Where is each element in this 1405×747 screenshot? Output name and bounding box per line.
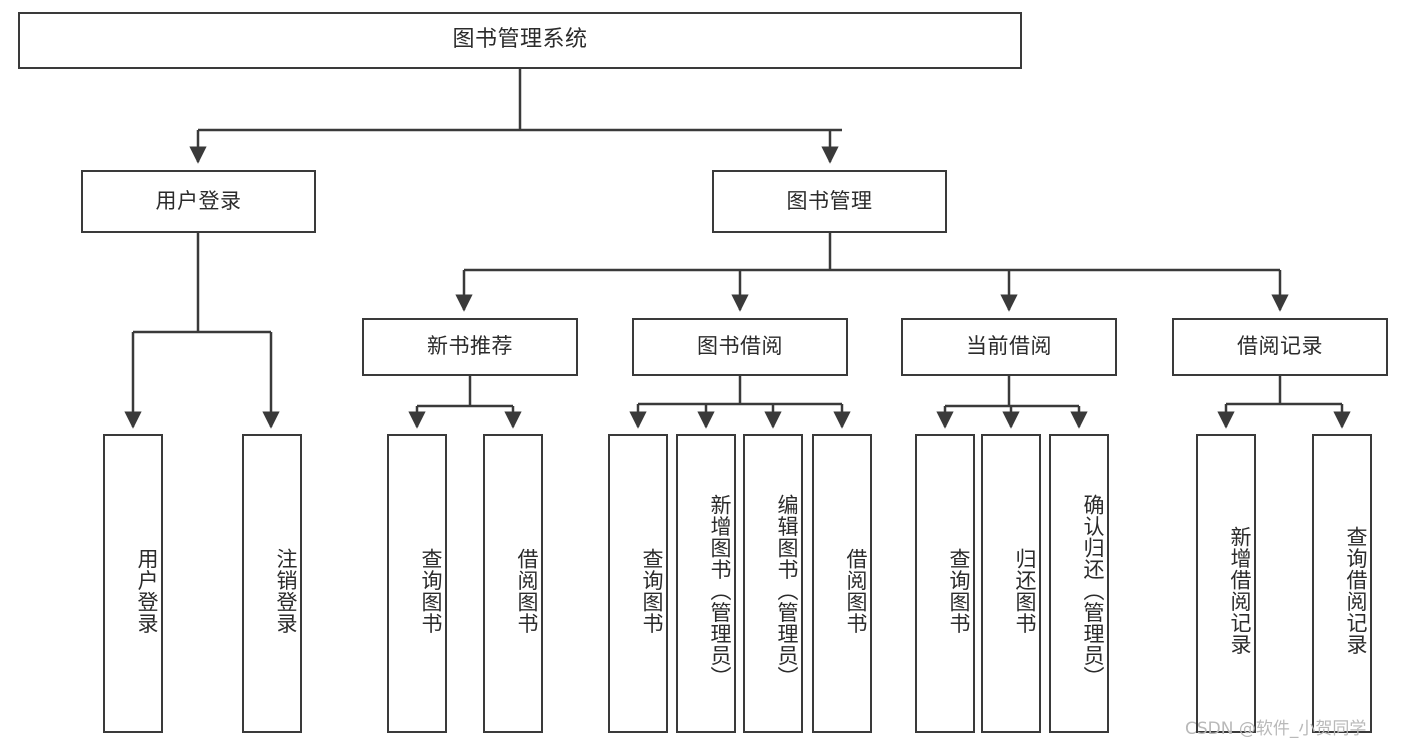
watermark-text: CSDN @软件_小贺同学 [1185,719,1367,739]
node-user-login[interactable]: 用户登录 [81,170,316,233]
node-book-management[interactable]: 图书管理 [712,170,947,233]
leaf-return-book[interactable]: 归还图书 [981,434,1041,733]
node-borrow-record[interactable]: 借阅记录 [1172,318,1388,376]
leaf-query-book-borrow[interactable]: 查询图书 [608,434,668,733]
leaf-add-book-admin[interactable]: 新增图书（管理员） [676,434,736,733]
node-current-borrow[interactable]: 当前借阅 [901,318,1117,376]
leaf-borrow-book-new[interactable]: 借阅图书 [483,434,543,733]
node-root-system[interactable]: 图书管理系统 [18,12,1022,69]
leaf-confirm-return-admin[interactable]: 确认归还（管理员） [1049,434,1109,733]
leaf-user-login[interactable]: 用户登录 [103,434,163,733]
leaf-borrow-book[interactable]: 借阅图书 [812,434,872,733]
node-book-borrow[interactable]: 图书借阅 [632,318,848,376]
leaf-query-borrow-record[interactable]: 查询借阅记录 [1312,434,1372,733]
leaf-edit-book-admin[interactable]: 编辑图书（管理员） [743,434,803,733]
leaf-query-book-new[interactable]: 查询图书 [387,434,447,733]
leaf-logout-login[interactable]: 注销登录 [242,434,302,733]
leaf-add-borrow-record[interactable]: 新增借阅记录 [1196,434,1256,733]
leaf-query-book-current[interactable]: 查询图书 [915,434,975,733]
node-new-book-recommend[interactable]: 新书推荐 [362,318,578,376]
